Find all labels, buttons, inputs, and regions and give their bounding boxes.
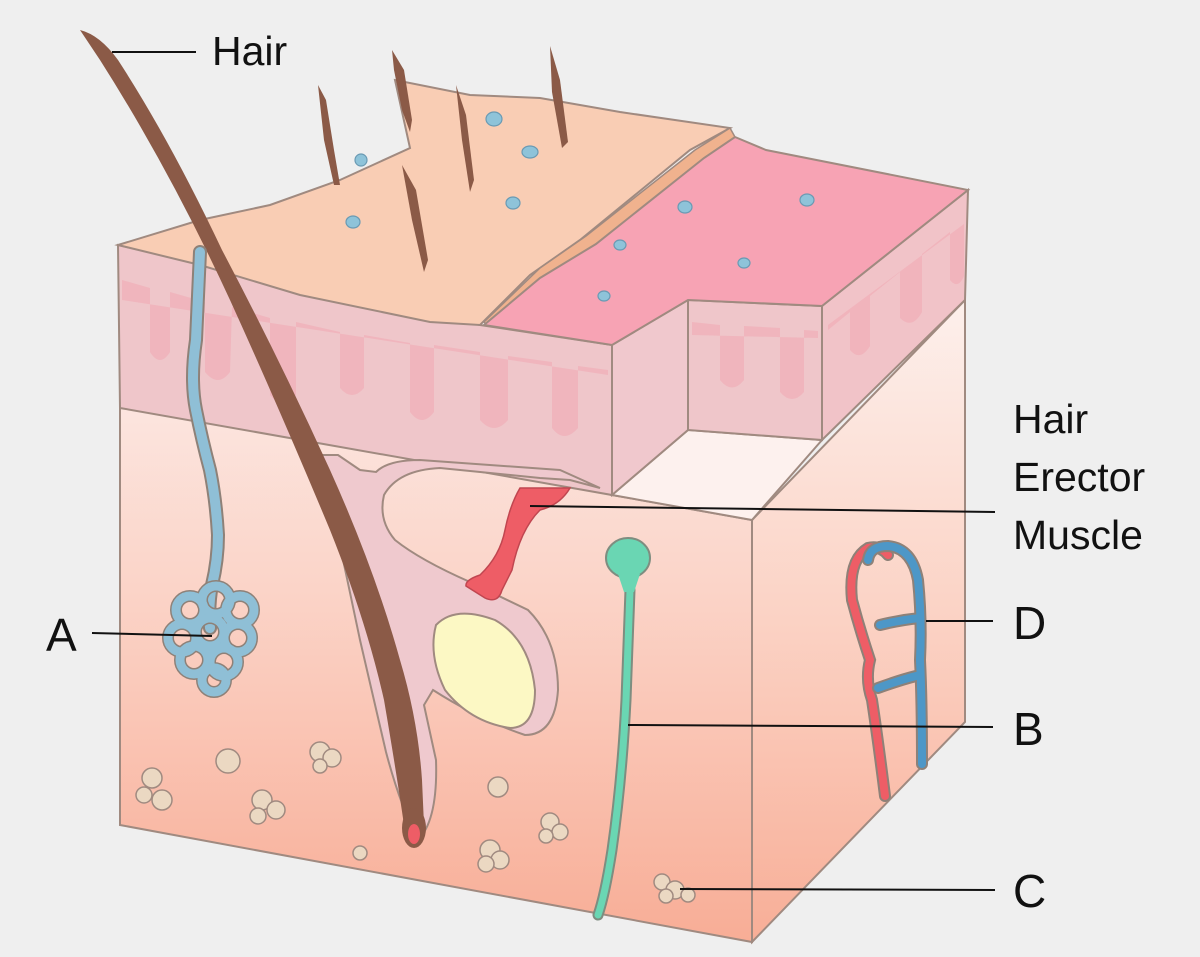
skin-surface-top bbox=[114, 78, 734, 327]
pore bbox=[737, 257, 751, 269]
label-muscle-line-1: Hair bbox=[1013, 396, 1089, 442]
label-hair: Hair bbox=[212, 28, 288, 74]
fat-cell bbox=[215, 748, 241, 774]
short-hair bbox=[456, 85, 474, 192]
pore bbox=[505, 196, 521, 210]
vein bbox=[864, 541, 926, 768]
leader-lines bbox=[91, 51, 996, 891]
fat-cell bbox=[352, 845, 368, 861]
short-hair bbox=[550, 46, 568, 148]
label-hair-erector-muscle: Hair Erector Muscle bbox=[1013, 390, 1145, 564]
fat-cell bbox=[551, 823, 569, 841]
hair-papilla bbox=[408, 824, 420, 844]
pore bbox=[597, 290, 611, 302]
leader-b bbox=[627, 724, 994, 728]
leader-a bbox=[91, 632, 213, 637]
leader-muscle bbox=[529, 505, 996, 513]
fat-cell bbox=[135, 786, 153, 804]
sweat-gland bbox=[162, 245, 260, 698]
skin-surface bbox=[114, 46, 971, 347]
pore bbox=[613, 239, 627, 251]
fat-cell bbox=[658, 888, 674, 904]
fat-cell bbox=[322, 748, 342, 768]
short-hair bbox=[318, 85, 340, 185]
label-muscle-line-3: Muscle bbox=[1013, 512, 1143, 558]
fat-cell bbox=[249, 807, 267, 825]
hair-shaft bbox=[80, 30, 426, 848]
hair-erector-muscle-shape bbox=[465, 487, 572, 601]
short-hair bbox=[402, 165, 428, 272]
fat-cell bbox=[538, 828, 554, 844]
rete-ridges-left bbox=[122, 280, 608, 436]
blood-vessels bbox=[845, 539, 928, 802]
sweat-gland-coil bbox=[162, 580, 260, 698]
pore bbox=[677, 200, 693, 214]
label-d: D bbox=[1013, 597, 1047, 649]
pore bbox=[485, 111, 503, 127]
label-a: A bbox=[46, 609, 77, 661]
label-c: C bbox=[1013, 865, 1047, 917]
pore bbox=[345, 215, 361, 229]
fat-cell bbox=[266, 800, 286, 820]
pore bbox=[354, 153, 368, 167]
fat-cell bbox=[680, 887, 696, 903]
leader-c bbox=[679, 888, 996, 891]
nerve-receptor bbox=[592, 537, 651, 921]
sweat-pores bbox=[345, 111, 815, 302]
fat-cell bbox=[151, 789, 173, 811]
short-hairs bbox=[318, 46, 568, 272]
fat-cell bbox=[141, 767, 163, 789]
sebaceous-gland bbox=[432, 612, 537, 730]
fat-cell bbox=[312, 758, 328, 774]
rete-ridges-right bbox=[692, 322, 818, 399]
fat-cells bbox=[135, 741, 696, 904]
short-hair bbox=[392, 50, 412, 132]
hair-follicle bbox=[309, 454, 601, 842]
rete-ridges-side bbox=[828, 224, 964, 356]
fat-cell bbox=[487, 776, 509, 798]
label-b: B bbox=[1013, 703, 1044, 755]
label-muscle-line-2: Erector bbox=[1013, 454, 1146, 500]
pore bbox=[799, 193, 815, 207]
fat-cell bbox=[477, 855, 495, 873]
pore bbox=[521, 145, 539, 159]
nerve-ending bbox=[605, 537, 651, 579]
